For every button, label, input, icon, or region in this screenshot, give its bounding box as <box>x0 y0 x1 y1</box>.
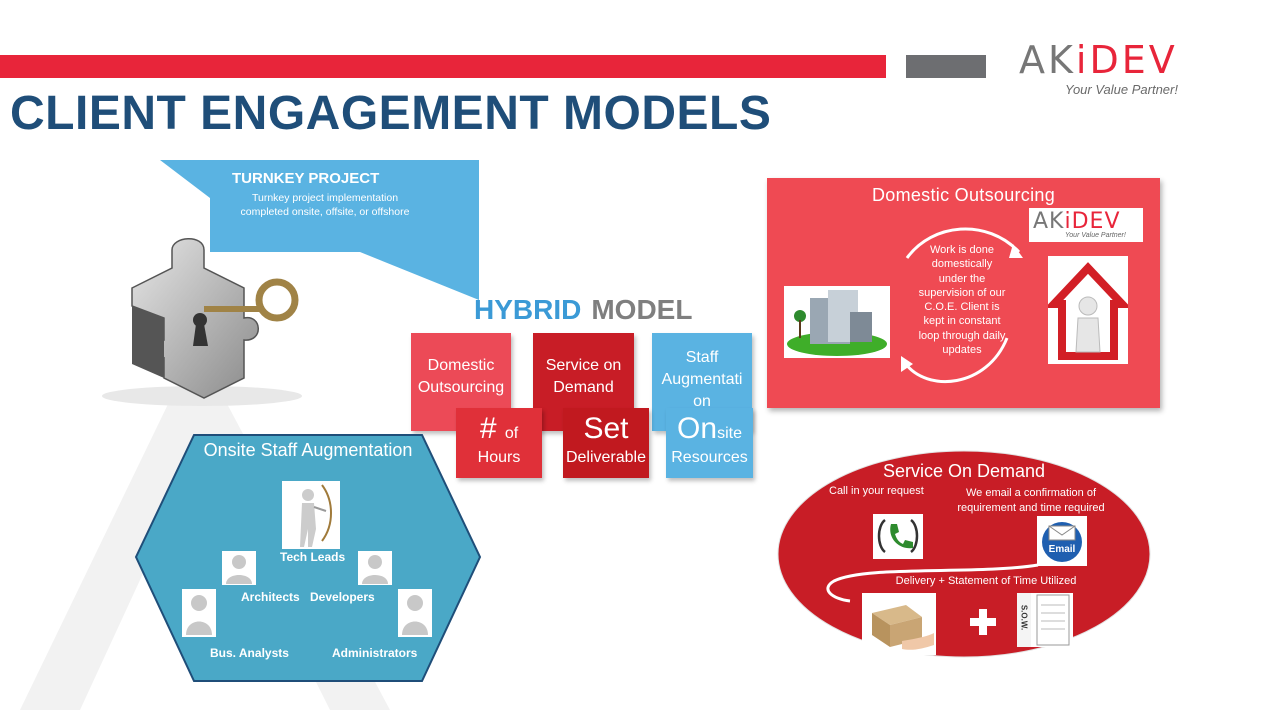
turnkey-title: TURNKEY PROJECT <box>232 170 380 187</box>
phone-icon <box>873 514 923 559</box>
role-tech-leads: Tech Leads <box>280 550 346 564</box>
hybrid-hours-box: # of Hours <box>456 408 542 478</box>
domestic-title: Domestic Outsourcing <box>871 185 1056 205</box>
domestic-description: Work is done domestically under the supe… <box>918 244 1006 357</box>
onsite-staff-augmentation-panel: Onsite Staff Augmentation Tech Leads Arc… <box>134 433 482 683</box>
hybrid-deliverable-box: Set Deliverable <box>563 408 649 478</box>
page-title: CLIENT ENGAGEMENT MODELS <box>10 87 772 140</box>
logo-tagline: Your Value Partner! <box>1065 82 1178 97</box>
package-hand-icon <box>862 593 936 655</box>
house-person-icon <box>1044 256 1132 364</box>
service-on-demand-panel: Service On Demand Call in your request W… <box>776 449 1152 659</box>
role-developers: Developers <box>310 590 375 604</box>
developer-person-icon <box>358 551 392 585</box>
role-bus-analysts: Bus. Analysts <box>210 646 289 660</box>
hybrid-resources-box: Onsite Resources <box>666 408 753 478</box>
sod-step-email: We email a confirmation of requirement a… <box>957 487 1105 514</box>
role-architects: Architects <box>241 590 300 604</box>
analyst-person-icon <box>182 589 216 637</box>
akidev-logo: AKiDEV Your Value Partner! <box>1015 38 1245 100</box>
turnkey-callout: TURNKEY PROJECT Turnkey project implemen… <box>160 160 480 300</box>
sow-label: S.O.W. <box>1019 604 1029 631</box>
office-building-icon <box>784 286 890 358</box>
onsite-title: Onsite Staff Augmentation <box>203 440 413 460</box>
plus-icon <box>970 609 996 635</box>
domestic-outsourcing-panel: Domestic Outsourcing Work is done domest… <box>767 178 1160 408</box>
sod-title: Service On Demand <box>882 461 1046 481</box>
header-red-bar <box>0 55 886 78</box>
archer-icon <box>282 481 340 549</box>
header-gray-bar <box>906 55 986 78</box>
sod-step-call: Call in your request <box>829 485 924 497</box>
sow-document-icon: S.O.W. <box>1017 593 1073 647</box>
sod-step-delivery: Delivery + Statement of Time Utilized <box>895 575 1077 587</box>
email-badge-label: Email <box>1048 544 1076 555</box>
architect-person-icon <box>222 551 256 585</box>
administrator-person-icon <box>398 589 432 637</box>
domestic-akidev-logo: AKiDEV Your Value Partner! <box>1029 208 1143 242</box>
cycle-arrows-icon <box>901 227 1023 384</box>
turnkey-description: Turnkey project implementation completed… <box>240 192 410 218</box>
role-administrators: Administrators <box>332 646 418 660</box>
puzzle-key-icon <box>102 238 302 406</box>
logo-wordmark: AKiDEV <box>1019 38 1178 82</box>
email-icon: Email <box>1037 516 1087 566</box>
